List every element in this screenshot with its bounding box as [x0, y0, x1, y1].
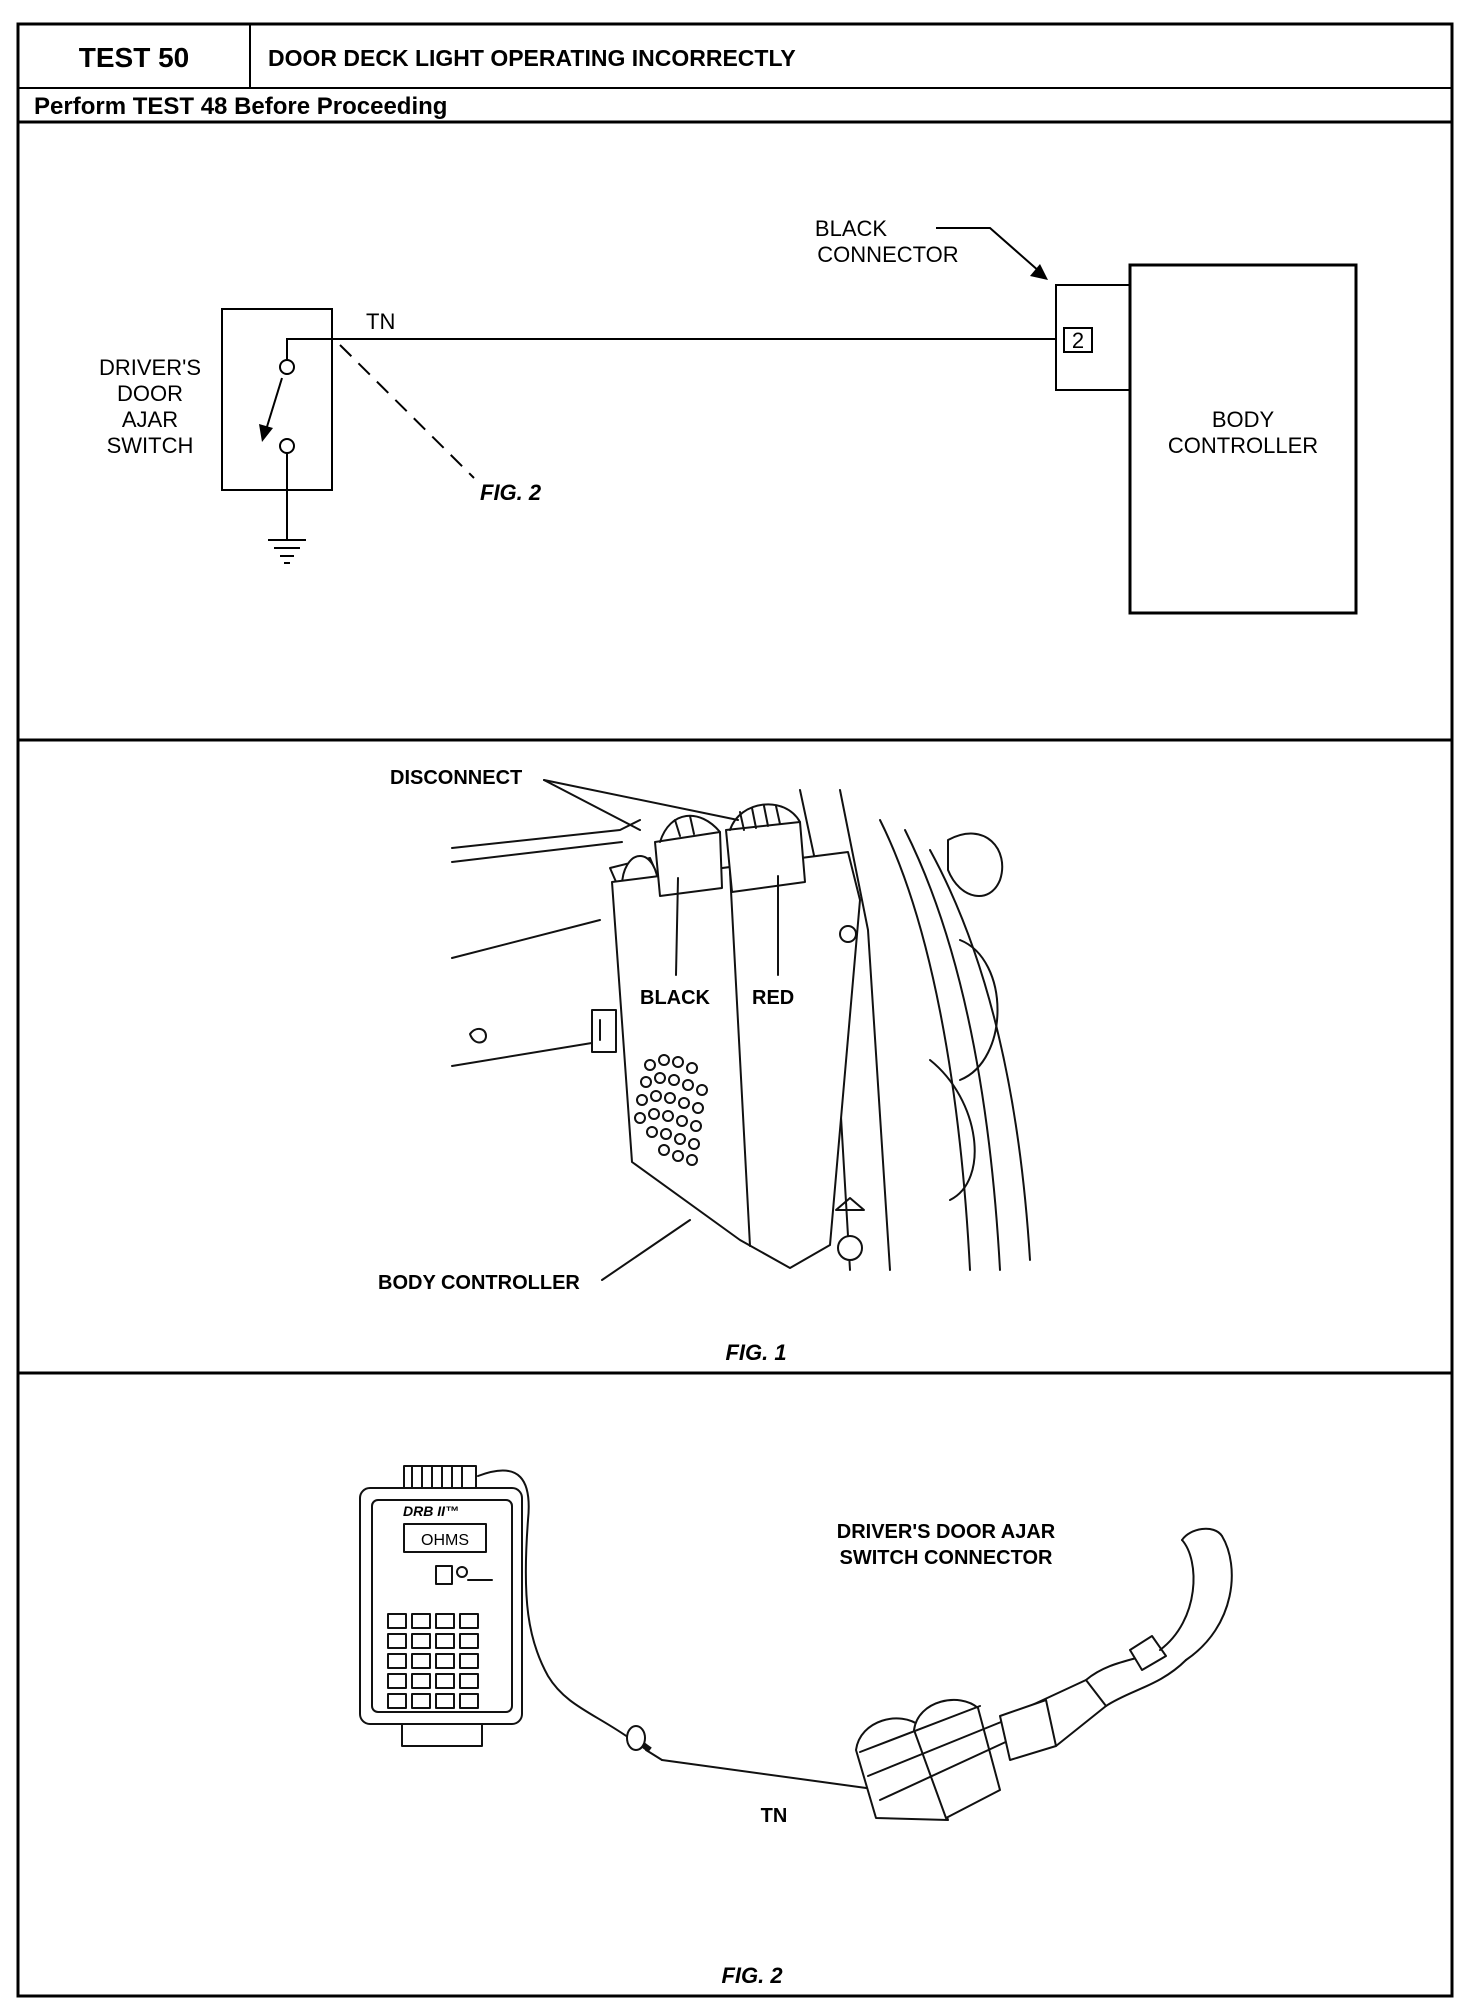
body-controller-leader — [601, 1219, 691, 1281]
switch-label-3: AJAR — [122, 407, 178, 432]
black-module-connector — [654, 831, 723, 897]
connector-label-1: DRIVER'S DOOR AJAR — [837, 1521, 1056, 1543]
switch-contact-top — [279, 359, 295, 375]
black-label: BLACK — [640, 987, 711, 1009]
tester-cable-connector — [403, 1465, 477, 1491]
controller-label-1: BODY — [1212, 407, 1275, 432]
switch-contact-bottom — [279, 438, 295, 454]
fig2-dashed-leader — [339, 344, 475, 479]
black-connector-label-1: BLACK — [815, 216, 887, 241]
switch-label-1: DRIVER'S — [99, 355, 201, 380]
figure-1-caption: FIG. 1 — [725, 1340, 786, 1365]
disconnect-leader-2 — [543, 779, 739, 821]
test-lead-cable — [477, 1469, 633, 1741]
switch-label-4: SWITCH — [107, 433, 194, 458]
test-number: TEST 50 — [79, 42, 189, 73]
vent-holes — [634, 1054, 708, 1166]
switch-label-2: DOOR — [117, 381, 183, 406]
disconnect-leader-1 — [543, 779, 641, 831]
figure-2-caption: FIG. 2 — [721, 1963, 783, 1988]
tester-brand: DRB II™ — [403, 1503, 459, 1519]
test-title: DOOR DECK LIGHT OPERATING INCORRECTLY — [268, 45, 796, 71]
body-controller-label: BODY CONTROLLER — [378, 1272, 580, 1294]
pin-box — [1063, 327, 1093, 353]
probe-wire — [661, 1759, 889, 1792]
red-label: RED — [752, 987, 794, 1009]
wiring-schematic: BLACK CONNECTOR DRIVER'S DOOR AJAR SWITC… — [99, 216, 1358, 615]
page-frame — [16, 22, 1454, 1998]
switch-arm — [265, 377, 283, 431]
fig2-wire-label: TN — [761, 1805, 788, 1827]
tn-wire — [286, 338, 1056, 340]
tester-keypad — [387, 1613, 479, 1709]
connector-leader — [936, 227, 1041, 273]
switch-arrow-icon — [259, 424, 273, 442]
controller-label-2: CONTROLLER — [1168, 433, 1318, 458]
prerequisite-note: Perform TEST 48 Before Proceeding — [34, 93, 447, 120]
controller-module — [611, 851, 861, 1269]
figure-1-illustration: DISCONNECT BLACK RED BODY CONTROLLER FIG… — [378, 767, 1031, 1365]
wire-color-label: TN — [366, 309, 395, 334]
tester-display — [403, 1523, 487, 1553]
figure-2-illustration: DRB II™ OHMS DRIVER'S DOOR AJAR SWITCH C… — [359, 1465, 1233, 1988]
red-module-connector — [725, 821, 806, 893]
black-connector-label-2: CONNECTOR — [817, 242, 958, 267]
disconnect-label: DISCONNECT — [390, 767, 522, 789]
pin-number: 2 — [1072, 328, 1084, 353]
arrow-head-icon — [1030, 264, 1048, 280]
fig2-reference: FIG. 2 — [480, 480, 542, 505]
harness-wire — [1159, 1539, 1195, 1651]
body-controller-box — [1128, 263, 1358, 615]
tester-display-text: OHMS — [421, 1532, 469, 1549]
door-ajar-switch-box — [221, 308, 333, 491]
connector-label-2: SWITCH CONNECTOR — [840, 1547, 1054, 1569]
